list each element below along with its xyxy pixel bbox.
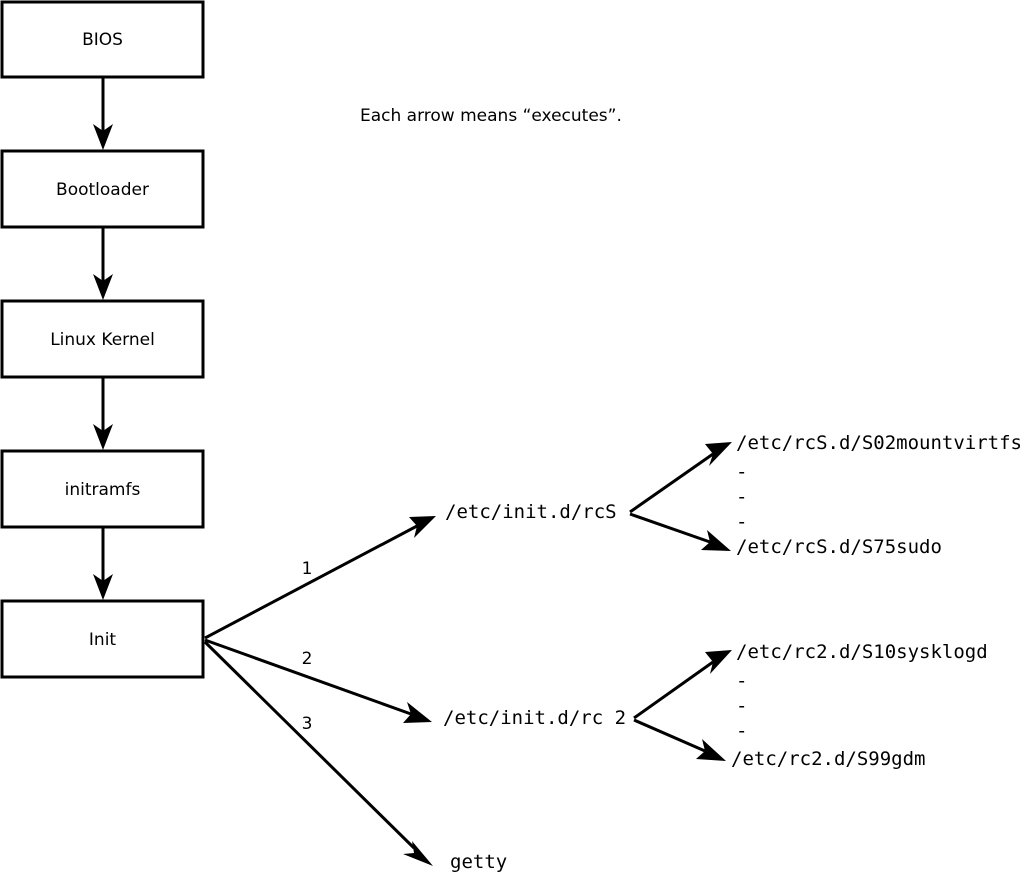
ellipsis-rcS-2: -: [736, 486, 747, 508]
arrow-initramfs-to-init-head: [93, 574, 113, 600]
arrow-init-branch-3: 3: [203, 640, 433, 866]
box-initramfs-rect: [0, 449, 205, 529]
ellipsis-rcS-1: -: [736, 461, 747, 483]
ellipsis-rc2-3: -: [736, 720, 747, 742]
arrow-bios-to-bootloader-head: [93, 124, 113, 150]
arrow-init-branch-2-number: 2: [302, 649, 313, 669]
arrow-init-branch-3-head: [403, 841, 433, 866]
arrow-init-branch-3-line: [203, 640, 416, 850]
arrow-rcS-to-first-head: [705, 442, 732, 466]
box-bios-label: BIOS: [82, 30, 123, 50]
arrow-rc2-to-first-line: [633, 660, 714, 720]
arrow-init-branch-1-head: [409, 516, 436, 538]
arrow-bootloader-to-kernel: [93, 227, 113, 300]
ellipsis-rc2-1: -: [736, 670, 747, 692]
arrow-rcS-to-first: [629, 442, 732, 514]
box-init-rect: [0, 599, 205, 679]
label-rcS-d-first: /etc/rcS.d/S02mountvirtfs: [736, 432, 1022, 454]
arrow-bootloader-to-kernel-head: [93, 274, 113, 300]
label-rc2-d-first: /etc/rc2.d/S10sysklogd: [736, 641, 988, 663]
label-init-d-rc2: /etc/init.d/rc 2: [443, 707, 626, 729]
arrow-rc2-to-first-head: [705, 650, 732, 674]
arrow-rcS-to-last: [629, 512, 731, 551]
label-rcS-d-last: /etc/rcS.d/S75sudo: [736, 536, 942, 558]
arrow-rc2-to-last: [633, 718, 726, 761]
ellipsis-rcS-3: -: [736, 511, 747, 533]
label-getty: getty: [450, 851, 507, 873]
box-linux-kernel: Linux Kernel: [0, 299, 205, 379]
box-initramfs-label: initramfs: [65, 480, 141, 500]
arrow-init-branch-1: 1: [204, 516, 436, 640]
label-rc2-d-last: /etc/rc2.d/S99gdm: [731, 748, 925, 770]
arrow-kernel-to-initramfs-head: [93, 424, 113, 450]
arrow-init-branch-2-head: [403, 702, 432, 723]
arrow-init-branch-1-number: 1: [302, 559, 313, 579]
box-linux-kernel-label: Linux Kernel: [50, 330, 155, 350]
diagram-caption: Each arrow means “executes”.: [360, 106, 622, 126]
label-init-d-rcS: /etc/init.d/rcS: [445, 501, 617, 523]
box-bootloader: Bootloader: [0, 149, 205, 229]
ellipsis-rc2-2: -: [736, 695, 747, 717]
box-bootloader-rect: [0, 149, 205, 229]
arrow-init-branch-3-number: 3: [302, 714, 313, 734]
box-bios: BIOS: [0, 0, 205, 79]
arrow-initramfs-to-init: [93, 527, 113, 600]
arrow-rcS-to-last-head: [701, 530, 731, 551]
box-bootloader-label: Bootloader: [56, 180, 149, 200]
arrow-init-branch-1-line: [204, 524, 418, 640]
arrow-rcS-to-first-line: [629, 452, 714, 514]
box-init-label: Init: [89, 630, 117, 650]
arrow-rc2-to-last-head: [696, 739, 726, 761]
box-bios-rect: [0, 0, 205, 79]
arrow-init-branch-2-line: [204, 638, 412, 716]
arrow-rc2-to-last-line: [633, 718, 706, 753]
arrow-kernel-to-initramfs: [93, 377, 113, 450]
arrow-init-branch-2: 2: [204, 638, 432, 723]
arrow-rc2-to-first: [633, 650, 732, 720]
arrow-rcS-to-last-line: [629, 512, 711, 544]
box-init: Init: [0, 599, 205, 679]
box-initramfs: initramfs: [0, 449, 205, 529]
arrow-bios-to-bootloader: [93, 77, 113, 150]
